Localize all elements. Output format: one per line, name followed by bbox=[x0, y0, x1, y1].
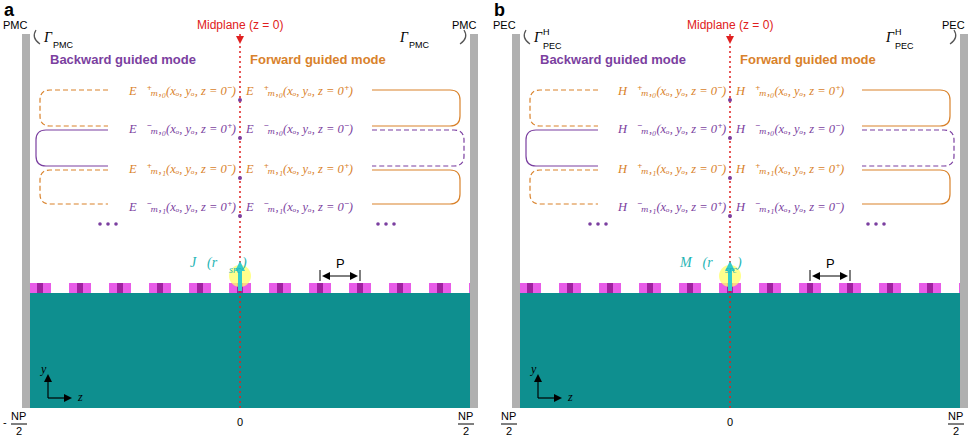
field-label: H⃗⁺ₘ,₀(xₒ, yₒ, z = 0⁺) bbox=[736, 82, 844, 99]
wall-label: PEC bbox=[942, 19, 965, 31]
reflection-superscript: H bbox=[895, 27, 902, 37]
field-label: H⃗⁺ₘ,₁(xₒ, yₒ, z = 0⁺) bbox=[736, 160, 844, 177]
field-label: E⃗⁻ₘ,₀(xₒ, yₒ, z = 0⁻) bbox=[246, 120, 353, 137]
panel-letter: b bbox=[494, 0, 505, 21]
fraction-numerator: NP bbox=[948, 410, 963, 422]
wall-label: PEC bbox=[493, 19, 516, 31]
fraction-numerator: NP bbox=[11, 410, 26, 422]
mode-heading: Backward guided mode bbox=[540, 52, 686, 67]
fraction-denominator: 2 bbox=[463, 425, 469, 437]
mode-heading: Forward guided mode bbox=[740, 52, 876, 67]
reflection-symbol: Γ bbox=[886, 30, 894, 46]
field-label: H⃗⁻ₘ,₁(xₒ, yₒ, z = 0⁻) bbox=[736, 198, 844, 215]
field-label: E⃗⁻ₘ,₁(xₒ, yₒ, z = 0⁺) bbox=[129, 198, 236, 215]
field-label: E⃗⁻ₘ,₀(xₒ, yₒ, z = 0⁺) bbox=[129, 120, 236, 137]
period-label: P bbox=[826, 256, 835, 271]
field-label: H⃗⁻ₘ,₀(xₒ, yₒ, z = 0⁺) bbox=[618, 120, 726, 137]
reflection-symbol: Γ bbox=[400, 30, 408, 46]
reflection-subscript: PEC bbox=[895, 41, 914, 51]
axis-label: y bbox=[531, 362, 536, 377]
field-label: H⃗⁻ₘ,₀(xₒ, yₒ, z = 0⁻) bbox=[736, 120, 844, 137]
reflection-superscript: H bbox=[543, 27, 550, 37]
reflection-subscript: PMC bbox=[53, 40, 73, 50]
period-label: P bbox=[336, 256, 345, 271]
fraction-sign: - bbox=[3, 416, 7, 428]
wall-label: PMC bbox=[3, 19, 27, 31]
midplane-label: Midplane (z = 0) bbox=[197, 18, 283, 32]
source-label: J⃗(r⃗ bbox=[190, 255, 228, 271]
axis-tick: 0 bbox=[727, 416, 733, 428]
panel-letter: a bbox=[4, 0, 14, 21]
field-label: E⃗⁺ₘ,₀(xₒ, yₒ, z = 0⁺) bbox=[246, 82, 353, 99]
fraction-numerator: NP bbox=[458, 410, 473, 422]
reflection-subscript: PMC bbox=[409, 40, 429, 50]
field-label: H⃗⁺ₘ,₁(xₒ, yₒ, z = 0⁻) bbox=[618, 160, 726, 177]
field-label: E⃗⁻ₘ,₁(xₒ, yₒ, z = 0⁻) bbox=[246, 198, 353, 215]
field-label: E⃗⁺ₘ,₁(xₒ, yₒ, z = 0⁻) bbox=[129, 160, 236, 177]
fraction-numerator: NP bbox=[501, 410, 516, 422]
source-label: M⃗(r⃗ bbox=[680, 255, 724, 271]
axis-label: z bbox=[568, 390, 573, 405]
mode-heading: Forward guided mode bbox=[250, 52, 386, 67]
axis-label: z bbox=[78, 390, 83, 405]
midplane-label: Midplane (z = 0) bbox=[687, 18, 773, 32]
field-label: H⃗⁻ₘ,₁(xₒ, yₒ, z = 0⁺) bbox=[618, 198, 726, 215]
reflection-subscript: PEC bbox=[543, 41, 562, 51]
source-subscript: src bbox=[229, 264, 241, 275]
reflection-symbol: Γ bbox=[44, 30, 52, 46]
axis-tick: 0 bbox=[237, 416, 243, 428]
fraction-denominator: 2 bbox=[506, 425, 512, 437]
field-label: H⃗⁺ₘ,₀(xₒ, yₒ, z = 0⁻) bbox=[618, 82, 726, 99]
field-label: E⃗⁺ₘ,₁(xₒ, yₒ, z = 0⁺) bbox=[246, 160, 353, 177]
fraction-denominator: 2 bbox=[16, 425, 22, 437]
source-label: ) bbox=[737, 255, 742, 271]
field-label: E⃗⁺ₘ,₀(xₒ, yₒ, z = 0⁻) bbox=[129, 82, 236, 99]
reflection-symbol: Γ bbox=[534, 30, 542, 46]
axis-label: y bbox=[41, 362, 46, 377]
source-label: ) bbox=[242, 255, 247, 271]
source-subscript: src bbox=[725, 264, 737, 275]
wall-label: PMC bbox=[452, 19, 476, 31]
mode-heading: Backward guided mode bbox=[50, 52, 196, 67]
fraction-denominator: 2 bbox=[953, 425, 959, 437]
